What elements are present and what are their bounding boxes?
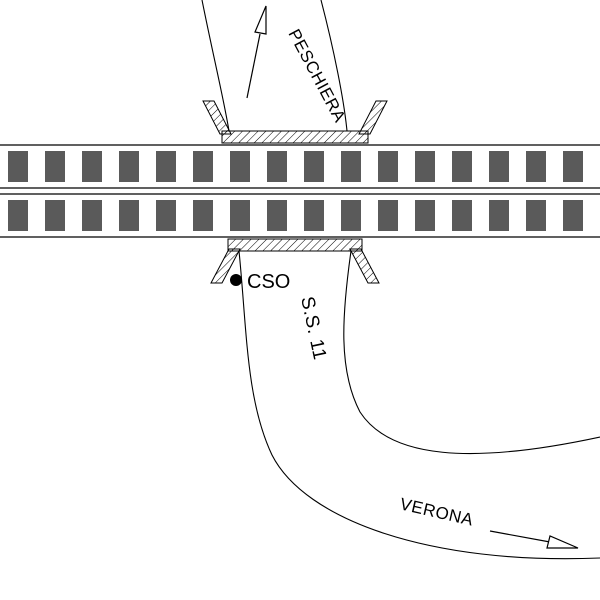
tie-row-top [0,151,600,182]
gate-wing-right [358,100,388,135]
verona-arrow [489,530,579,549]
label-site-marker: CSO [247,271,290,293]
arrow-head-icon [254,5,267,35]
road-north [201,0,348,132]
cso-marker-dot [230,274,242,286]
gate-bar [227,238,363,252]
gate-bar [221,130,369,144]
gate-wing-left [210,248,241,284]
gate-wing-right [349,248,380,284]
road-edge-right [320,0,348,132]
crossing-gate-south [210,238,380,284]
label-road-name: S.S. 11 [296,295,330,362]
tie-row-bottom [0,200,600,231]
road-edge-left [201,0,230,132]
road-south [238,250,600,560]
railway-tracks [0,144,600,238]
arrow-shaft [489,530,551,543]
crossing-gate-north [202,100,388,144]
peschiera-arrow [246,5,267,99]
label-destination-north: PESCHIERA [284,26,349,126]
arrow-shaft [246,33,261,99]
arrow-head-icon [546,535,579,549]
road-edge-inner [343,250,600,455]
label-destination-southeast: VERONA [398,494,475,529]
road-edge-outer [238,250,600,560]
gate-wing-left [202,100,232,135]
